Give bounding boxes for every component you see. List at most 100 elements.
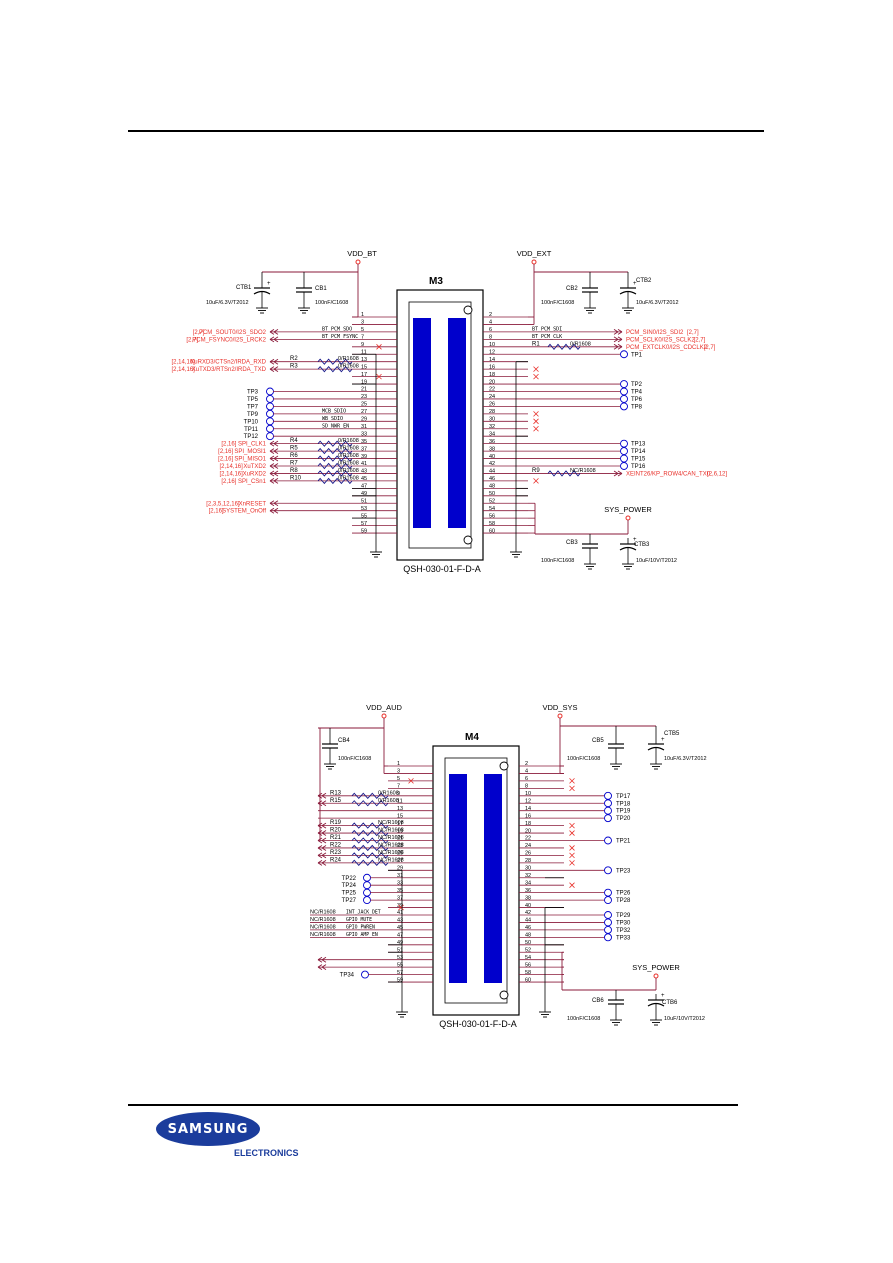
cap-plus: +	[267, 281, 271, 287]
pin-number: 40	[525, 903, 531, 909]
port-arrow	[269, 366, 279, 373]
cap-value: 10uF/6.3V/T2012	[206, 300, 249, 306]
connector-body	[432, 745, 520, 1016]
pin-number: 49	[397, 940, 403, 946]
nc-mark	[533, 411, 539, 417]
cap-ref: CTB5	[664, 731, 680, 737]
signal-ref: [2,16]	[221, 479, 236, 485]
pin-number: 58	[489, 521, 495, 527]
pin-number: 47	[361, 484, 367, 490]
test-point	[363, 873, 371, 882]
samsung-logo-ellipse: SAMSUNG	[156, 1112, 260, 1146]
resistor	[317, 440, 353, 447]
test-point	[604, 814, 612, 823]
test-point	[620, 402, 628, 411]
resistor-ref: R23	[330, 850, 342, 856]
signal-ref: [2,14,16]	[219, 464, 243, 470]
tp-label: TP21	[616, 839, 631, 845]
tp-label: TP16	[631, 464, 646, 470]
pin-number: 34	[489, 431, 495, 437]
port-arrow	[317, 956, 327, 963]
test-point	[620, 447, 628, 456]
port-arrow	[317, 830, 327, 836]
pin-number: 33	[397, 880, 403, 886]
tp-label: TP13	[631, 442, 646, 448]
pin-number: 17	[361, 372, 367, 378]
resistor-ref: R24	[330, 857, 342, 863]
pin-number: 36	[525, 888, 531, 894]
pin-number: 53	[397, 955, 403, 961]
pin-number: 22	[525, 836, 531, 842]
nc-mark	[376, 344, 382, 350]
bus-name: SD_NWR_EN	[322, 423, 349, 429]
pin-number: 9	[361, 342, 364, 348]
pin-number: 3	[397, 769, 400, 775]
connector-pad-left	[413, 318, 431, 528]
pin-number: 15	[361, 364, 367, 370]
test-point	[620, 395, 628, 403]
test-point	[266, 395, 274, 403]
pin-number: 27	[361, 409, 367, 415]
port-arrow	[269, 329, 279, 335]
samsung-wordmark: SAMSUNG	[167, 1121, 249, 1137]
tp-label: TP10	[244, 419, 259, 425]
pin-number: 19	[361, 379, 367, 385]
connector-hole	[499, 761, 509, 771]
pin-number: 26	[489, 402, 495, 408]
resistor-ref: R9	[532, 468, 540, 474]
pin-number: 50	[489, 491, 495, 497]
resistor-value: 0/R1608	[570, 341, 591, 347]
pin-number: 56	[525, 962, 531, 968]
pin-number: 54	[489, 506, 495, 512]
resistor	[351, 792, 389, 799]
nc-mark	[569, 785, 575, 792]
pin-number: 30	[489, 417, 495, 423]
cap-plate-curved	[253, 290, 271, 295]
nc-value: NC/R1608	[310, 924, 336, 930]
test-point	[620, 462, 628, 470]
test-point	[266, 417, 274, 426]
resistor-value: NC/R1608	[378, 850, 404, 856]
resistor-value: 0/R1608	[338, 475, 359, 481]
pin-number: 29	[361, 417, 367, 423]
pin-number: 1	[397, 761, 400, 767]
port-arrow	[269, 507, 279, 514]
samsung-logo: SAMSUNG ELECTRONICS	[156, 1112, 299, 1158]
pin-number: 32	[489, 424, 495, 430]
signal-ref: [2,16]	[218, 457, 233, 463]
bus-name: BT_PCM_SDI	[532, 326, 562, 332]
connector-hole	[463, 535, 473, 545]
signal-ref: [2,3,5,12,16]	[206, 501, 240, 507]
pin-number: 5	[397, 776, 400, 782]
tp-label: TP11	[244, 427, 259, 433]
tp-label: TP28	[616, 898, 631, 904]
cap-ref: CB3	[566, 540, 578, 546]
pin-number: 55	[397, 962, 403, 968]
rail-label: VDD_EXT	[517, 249, 552, 258]
test-point	[604, 918, 612, 927]
cap-value: 100nF/C1608	[315, 300, 348, 306]
tp-label: TP8	[631, 404, 643, 410]
nc-mark	[569, 882, 575, 888]
pin-number: 48	[489, 484, 495, 490]
resistor-ref: R5	[290, 446, 298, 452]
port-arrow	[269, 448, 279, 454]
pin-number: 9	[397, 791, 400, 797]
pin-number: 50	[525, 940, 531, 946]
test-point	[604, 933, 612, 942]
pin-number: 16	[489, 364, 495, 370]
connector-pad-left	[449, 774, 467, 983]
bus-name: MCB_SDIO	[322, 408, 346, 414]
pin-number: 53	[361, 506, 367, 512]
pin-number: 10	[489, 342, 495, 348]
port-arrow	[269, 455, 279, 462]
resistor-value: 0/R1608	[338, 468, 359, 474]
cap-ref: CTB6	[662, 1000, 678, 1006]
pin-number: 18	[489, 372, 495, 378]
signal-name: PCM_EXTCLK0/I2S_CDCLK2	[626, 345, 708, 351]
pin-number: 2	[489, 312, 492, 318]
resistor	[351, 822, 389, 829]
cap-plate-curved	[619, 290, 637, 295]
pin-number: 57	[397, 970, 403, 976]
